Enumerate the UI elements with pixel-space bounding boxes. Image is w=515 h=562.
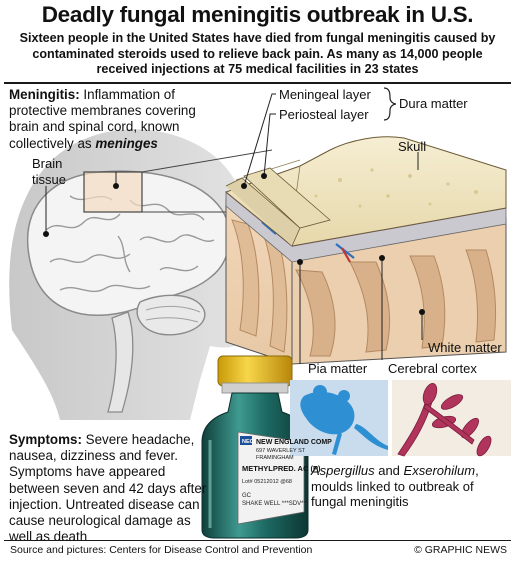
header-divider (4, 82, 511, 84)
meningitis-definition: Meningitis: Inflammation of protective m… (9, 87, 217, 152)
cerebellum (136, 294, 206, 336)
dura-matter-label: Dura matter (399, 96, 468, 111)
symptoms-body: Severe headache, nausea, dizziness and f… (9, 432, 207, 545)
spinal-cord (107, 311, 134, 413)
meningitis-label: Meningitis: (9, 87, 80, 102)
fungi-caption: Aspergillus and Exserohilum, moulds link… (311, 463, 511, 510)
meninges-term: meninges (95, 135, 158, 151)
vial-address2: FRAMINGHAM (256, 455, 294, 461)
symptoms-label: Symptoms: (9, 432, 82, 447)
page-title: Deadly fungal meningitis outbreak in U.S… (41, 2, 474, 27)
footer-divider (4, 540, 511, 541)
meningitis-text: Inflammation of protective membranes cov… (9, 87, 196, 151)
vial-gc: GC (242, 493, 252, 499)
vial-shake: SHAKE WELL ***SDV*** (242, 501, 309, 507)
cerebral-cortex-label: Cerebral cortex (388, 361, 477, 376)
caption-rest: , moulds linked to outbreak of fungal me… (311, 463, 479, 510)
vial-drug: METHYLPRED. AC (P) (242, 464, 321, 473)
exserohilum-spores (397, 383, 492, 457)
aspergillus-colony (300, 385, 388, 455)
vial-address1: 697 WAVERLEY ST (256, 448, 306, 454)
symptoms-text: Symptoms: Severe headache, nausea, dizzi… (9, 432, 209, 545)
caption-conjunction: and (378, 463, 400, 478)
zoom-box (83, 171, 143, 213)
skull-label: Skull (398, 139, 427, 154)
periosteal-layer-label: Periosteal layer (279, 107, 369, 122)
exserohilum-name: Exserohilum (403, 463, 476, 478)
source-credit: Source and pictures: Centers for Disease… (10, 544, 313, 556)
aspergillus-name: Aspergillus (311, 463, 375, 478)
brain-tissue-label: Brain tissue (32, 156, 66, 187)
steroid-vial (201, 355, 309, 539)
meningeal-layer-label: Meningeal layer (279, 87, 371, 102)
cross-section-block (224, 136, 507, 365)
white-matter-label: White matter (428, 340, 502, 355)
pia-matter-label: Pia matter (308, 361, 368, 376)
dura-brace (383, 87, 397, 121)
page-subtitle: Sixteen people in the United States have… (19, 31, 496, 76)
vial-brand: NEW ENGLAND COMP (256, 439, 332, 446)
vial-lot: Lot# 05212012 @68 (242, 479, 292, 485)
vial-logo: NECC (242, 439, 258, 445)
publisher-credit: © GRAPHIC NEWS (414, 544, 507, 556)
